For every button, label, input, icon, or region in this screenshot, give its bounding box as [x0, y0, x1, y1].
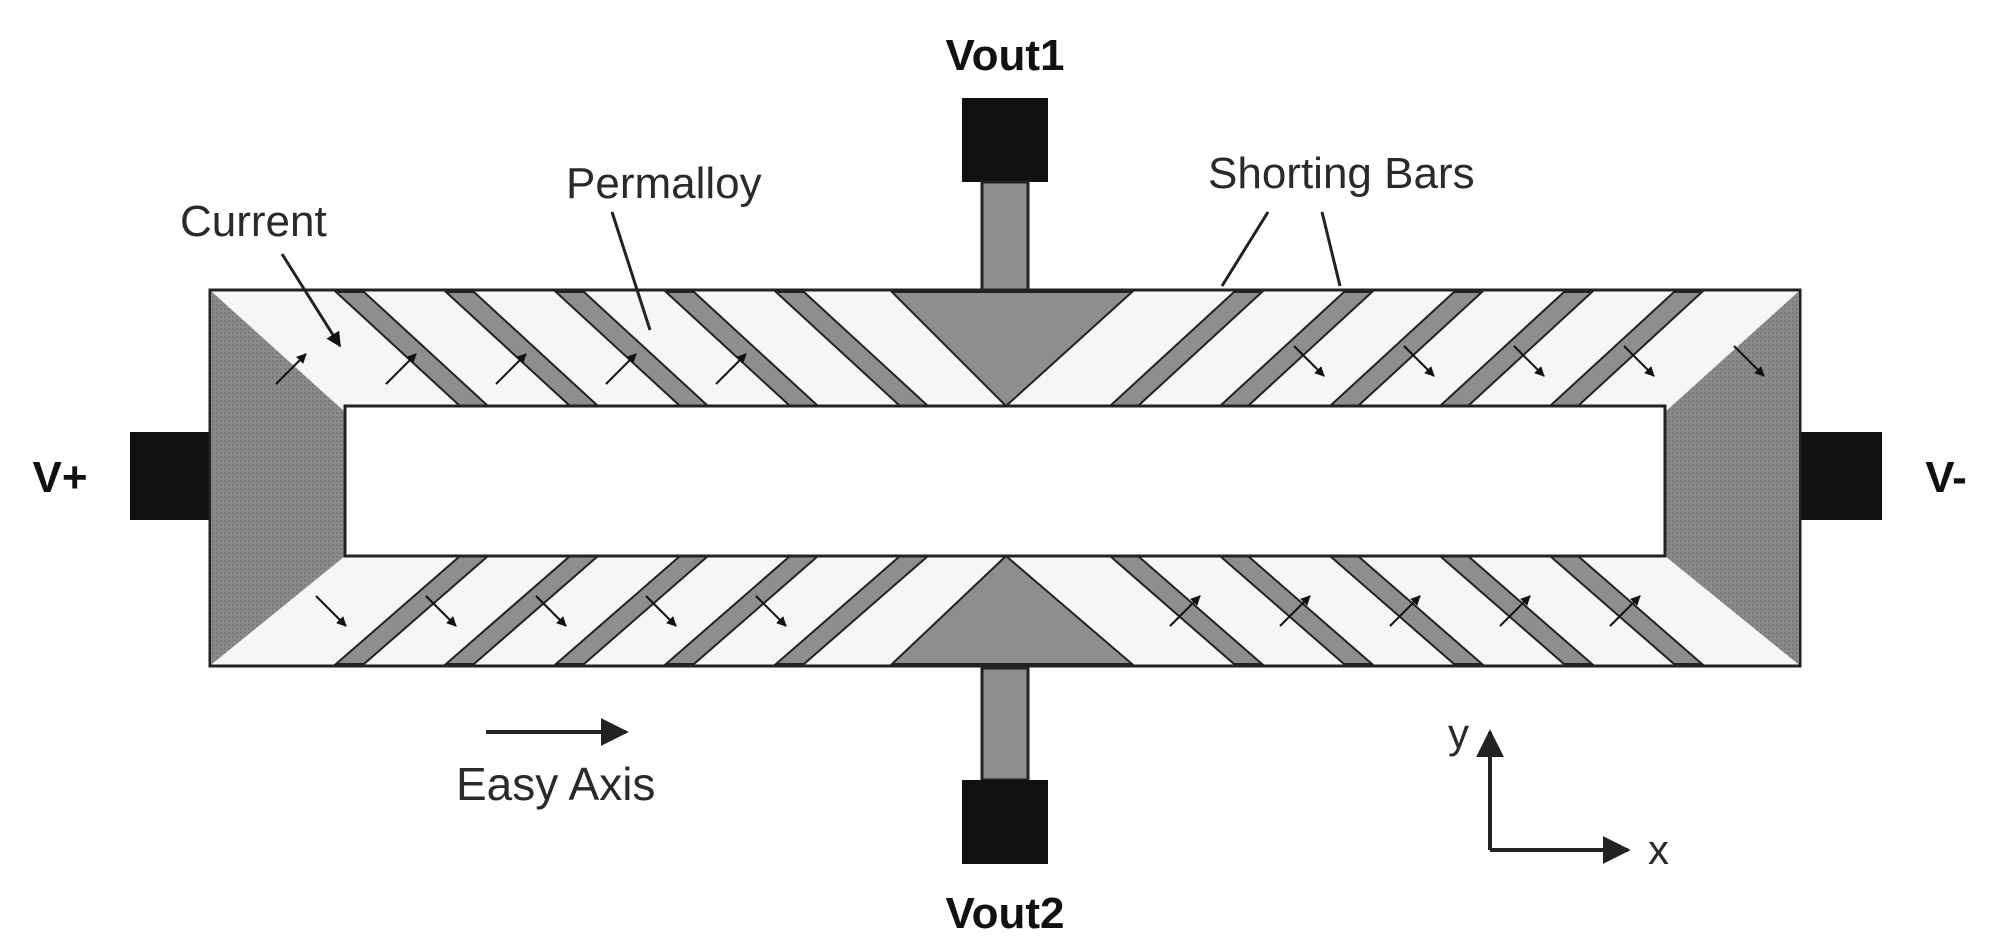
vout1-label: Vout1	[946, 31, 1065, 80]
easy-axis-label: Easy Axis	[456, 758, 655, 810]
current-leader-line	[280, 253, 342, 348]
current-arrow	[1623, 345, 1655, 377]
current-arrow	[715, 353, 747, 385]
shorting-bars-label: Shorting Bars	[1208, 149, 1475, 198]
vplus-label: V+	[32, 453, 87, 502]
current-arrow	[425, 595, 457, 627]
permalloy-leader-line	[610, 211, 652, 331]
vout2-contact-pad	[962, 780, 1048, 864]
shorting-bars-leader-line-2	[1320, 211, 1342, 287]
current-arrow	[1389, 595, 1421, 627]
current-arrow	[605, 353, 637, 385]
top-center-triangle	[889, 291, 1135, 408]
current-label: Current	[180, 197, 327, 246]
current-arrow	[1279, 595, 1311, 627]
shorting-bars-leader-line-1	[1220, 211, 1270, 287]
current-arrow	[1499, 595, 1531, 627]
current-arrow	[1609, 595, 1641, 627]
right-end-cap	[1665, 292, 1798, 664]
current-arrow	[1733, 345, 1765, 377]
current-arrow	[495, 353, 527, 385]
left-end-cap	[212, 292, 345, 664]
current-arrow	[1293, 345, 1325, 377]
inner-window	[343, 404, 1667, 558]
vminus-label: V-	[1925, 453, 1967, 502]
current-arrow	[1403, 345, 1435, 377]
current-arrow	[755, 595, 787, 627]
current-arrow	[535, 595, 567, 627]
current-arrow	[645, 595, 677, 627]
vout1-lead	[980, 180, 1030, 294]
bottom-center-triangle	[889, 554, 1135, 665]
current-arrow	[315, 595, 347, 627]
vout1-contact-pad	[962, 98, 1048, 182]
axis-y-label: y	[1448, 710, 1469, 757]
current-arrows	[275, 345, 1765, 627]
vout2-lead	[980, 666, 1030, 782]
vminus-contact-pad	[1800, 432, 1882, 520]
current-arrow	[385, 353, 417, 385]
vplus-contact-pad	[130, 432, 212, 520]
vout2-label: Vout2	[946, 889, 1065, 938]
current-arrow	[275, 353, 307, 385]
axis-x-label: x	[1648, 826, 1669, 873]
current-arrow	[1513, 345, 1545, 377]
current-arrow	[1169, 595, 1201, 627]
permalloy-label: Permalloy	[566, 159, 762, 208]
